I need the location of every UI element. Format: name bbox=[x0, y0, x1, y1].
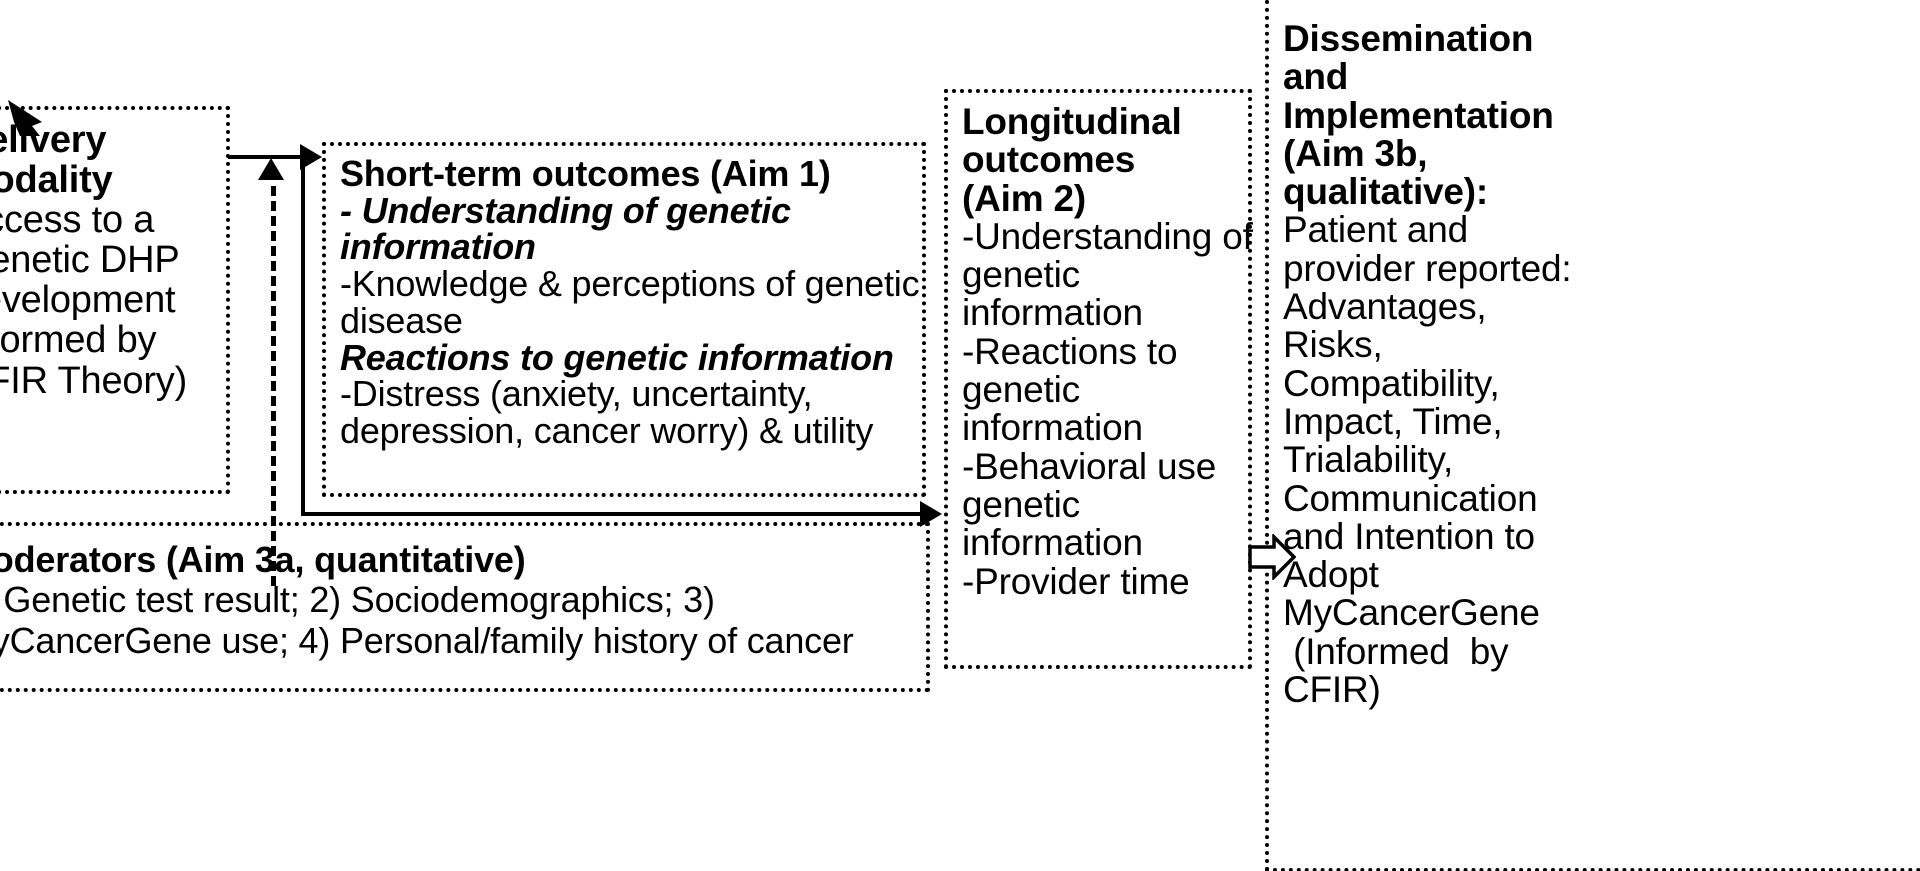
box-moderators: Moderators (Aim 3a, quantitative) 1) Gen… bbox=[0, 522, 930, 692]
moderators-line-2: 1) Genetic test result; 2) Sociodemograp… bbox=[0, 579, 715, 621]
shortterm-line-8: depression, cancer worry) & utility bbox=[340, 410, 874, 452]
dissemination-line-17: (Informed by bbox=[1283, 630, 1509, 672]
dissemination-line-2: and bbox=[1283, 56, 1349, 98]
box-dissemination-implementation: Dissemination and Implementation (Aim 3b… bbox=[1265, 0, 1920, 871]
line-delivery-to-shortterm bbox=[228, 155, 316, 159]
hollow-arrow-longitudinal-to-dissemination bbox=[1248, 532, 1297, 585]
dissemination-line-14: and Intention to bbox=[1283, 515, 1535, 557]
line-shortterm-left-vertical bbox=[301, 155, 305, 512]
line-shortterm-to-longitudinal bbox=[301, 512, 931, 516]
arrowhead-shortterm-to-longitudinal bbox=[920, 501, 942, 527]
box-short-term-outcomes-content: Short-term outcomes (Aim 1) - Understand… bbox=[326, 146, 922, 456]
arrowhead-moderators-to-shortterm bbox=[258, 158, 284, 180]
dissemination-line-9: Risks, bbox=[1283, 324, 1383, 366]
dashed-line-moderators-to-shortterm bbox=[271, 186, 276, 586]
dissemination-line-7: provider reported: bbox=[1283, 247, 1572, 289]
longitudinal-line-8: genetic bbox=[962, 369, 1080, 411]
longitudinal-line-3: (Aim 2) bbox=[962, 177, 1086, 219]
box-dissemination-implementation-content: Dissemination and Implementation (Aim 3b… bbox=[1269, 0, 1920, 715]
longitudinal-line-4: -Understanding of bbox=[962, 215, 1253, 257]
delivery-line-4: Genetic DHP bbox=[0, 239, 180, 282]
longitudinal-line-10: -Behavioral use bbox=[962, 445, 1217, 487]
shortterm-line-6: Reactions to genetic information bbox=[340, 336, 894, 378]
shortterm-line-2: - Understanding of genetic bbox=[340, 189, 791, 231]
longitudinal-line-11: genetic bbox=[962, 483, 1080, 525]
delivery-line-3: Access to a bbox=[0, 199, 155, 242]
dissemination-line-12: Trialability, bbox=[1283, 439, 1454, 481]
dissemination-line-13: Communication bbox=[1283, 477, 1538, 519]
open-block-arrow-icon bbox=[1248, 532, 1297, 582]
shortterm-line-5: disease bbox=[340, 299, 463, 341]
delivery-line-7: CFIR Theory) bbox=[0, 359, 188, 402]
feedback-arrow-icon bbox=[8, 100, 42, 136]
box-short-term-outcomes: Short-term outcomes (Aim 1) - Understand… bbox=[322, 142, 926, 497]
box-delivery-modality-content: Delivery Modality Access to a Genetic DH… bbox=[0, 110, 226, 407]
longitudinal-line-7: -Reactions to bbox=[962, 330, 1178, 372]
dissemination-line-1: Dissemination bbox=[1283, 18, 1534, 59]
dissemination-line-16: MyCancerGene bbox=[1283, 592, 1540, 634]
dissemination-line-18: CFIR) bbox=[1283, 669, 1381, 711]
moderators-heading: Moderators (Aim 3a, quantitative) bbox=[0, 539, 526, 580]
longitudinal-line-5: genetic bbox=[962, 254, 1080, 296]
delivery-line-6: informed by bbox=[0, 319, 157, 362]
dissemination-line-11: Impact, Time, bbox=[1283, 400, 1503, 442]
dissemination-line-3: Implementation bbox=[1283, 94, 1554, 136]
dissemination-line-8: Advantages, bbox=[1283, 286, 1487, 328]
arrowhead-delivery-to-shortterm bbox=[300, 144, 322, 170]
longitudinal-line-1: Longitudinal bbox=[962, 101, 1182, 142]
dissemination-line-10: Compatibility, bbox=[1283, 362, 1500, 404]
delivery-line-5: development bbox=[0, 279, 176, 322]
box-longitudinal-outcomes-content: Longitudinal outcomes (Aim 2) -Understan… bbox=[948, 93, 1253, 607]
dissemination-line-15: Adopt bbox=[1283, 554, 1379, 596]
dissemination-line-5: qualitative): bbox=[1283, 171, 1489, 213]
longitudinal-line-6: information bbox=[962, 292, 1143, 334]
arrowhead-feedback-to-delivery bbox=[6, 96, 52, 138]
moderators-line-3: MyCancerGene use; 4) Personal/family his… bbox=[0, 619, 854, 661]
box-longitudinal-outcomes: Longitudinal outcomes (Aim 2) -Understan… bbox=[944, 89, 1253, 669]
shortterm-line-4: -Knowledge & perceptions of genetic bbox=[340, 263, 920, 305]
shortterm-line-7: -Distress (anxiety, uncertainty, bbox=[340, 373, 813, 415]
longitudinal-line-2: outcomes bbox=[962, 139, 1136, 181]
dissemination-line-6: Patient and bbox=[1283, 209, 1469, 251]
delivery-line-2: Modality bbox=[0, 159, 113, 202]
longitudinal-line-12: information bbox=[962, 522, 1143, 564]
shortterm-line-3: information bbox=[340, 226, 536, 268]
shortterm-heading: Short-term outcomes (Aim 1) bbox=[340, 153, 831, 194]
dissemination-line-4: (Aim 3b, bbox=[1283, 132, 1428, 174]
box-delivery-modality: Delivery Modality Access to a Genetic DH… bbox=[0, 106, 230, 494]
longitudinal-line-13: -Provider time bbox=[962, 560, 1190, 602]
box-moderators-content: Moderators (Aim 3a, quantitative) 1) Gen… bbox=[0, 526, 926, 667]
longitudinal-line-9: information bbox=[962, 407, 1143, 449]
